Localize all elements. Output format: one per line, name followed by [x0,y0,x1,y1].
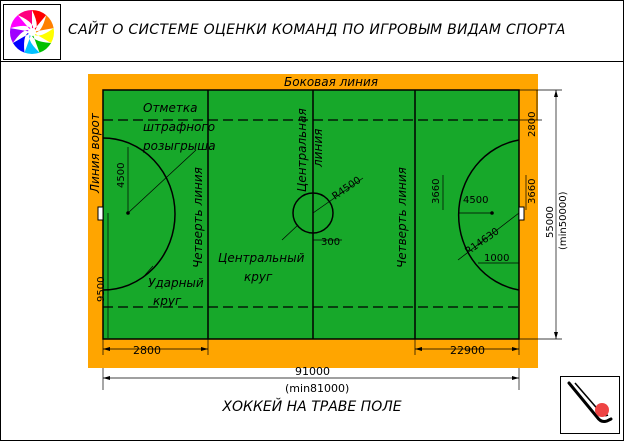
dim-4500-right: 4500 [463,195,488,206]
color-wheel-icon [10,10,55,54]
hockey-stick-ball-icon [567,381,613,423]
dim-300: 300 [321,237,340,248]
header-divider [0,61,624,62]
right-shooting-circle [457,139,520,291]
dim-bottom-2800: 2800 [133,344,161,357]
dim-length-min: (min81000) [285,382,349,395]
left-shooting-circle [102,137,176,291]
center-line-label-2: линия [311,129,325,168]
ball-icon [595,403,609,417]
dim-3660-b: 3660 [527,179,538,204]
logo-segment [17,10,34,32]
logo-segment [31,32,52,53]
quarter-line-left-label: Четверть линия [191,167,205,268]
logo-segment [24,32,40,54]
logo-segment [12,31,32,53]
dim-3660-a: 3660 [431,179,442,204]
shooting-circle-label-1: Ударный [148,276,204,290]
hockey-logo[interactable] [560,376,620,434]
dim-top-right-2800: 2800 [527,112,538,137]
left-goal [97,206,104,221]
page-title: САЙТ О СИСТЕМЕ ОЦЕНКИ КОМАНД ПО ИГРОВЫМ … [68,22,566,38]
dashed-lines [103,119,519,308]
site-logo[interactable] [3,4,61,60]
logo-segment [32,28,55,43]
dim-width-min: (min50000) [558,191,569,250]
penalty-mark-label-1: Отметка [143,101,197,115]
logo-segment [10,15,33,32]
dim-left-9500: 9500 [96,277,107,302]
sideline-label: Боковая линия [284,75,378,89]
shooting-circle-label-2: круг [153,294,182,308]
diagram-caption: ХОККЕЙ НА ТРАВЕ ПОЛЕ [222,399,402,415]
goal-line-label: Линия ворот [88,112,102,194]
center-line-label-1: Центральная [295,108,309,192]
pitch [102,89,520,340]
logo-segment [32,10,47,32]
penalty-mark-label-2: штрафного [143,120,215,134]
dim-left-4500: 4500 [116,163,127,188]
dim-bottom-22900: 22900 [450,344,485,357]
right-goal [518,206,525,221]
penalty-mark-label-3: розыгрыша [142,139,216,153]
dim-length-91000: 91000 [295,365,330,378]
quarter-line-right-label: Четверть линия [395,167,409,268]
logo-segment [10,28,32,43]
dimension-lines [102,89,562,390]
center-circle-label-2: круг [244,270,273,284]
dim-1000: 1000 [484,253,509,264]
dim-width-55000: 55000 [545,206,556,238]
logo-center [28,28,36,36]
logo-segment [32,15,54,33]
center-circle-label-1: Центральный [218,251,305,265]
